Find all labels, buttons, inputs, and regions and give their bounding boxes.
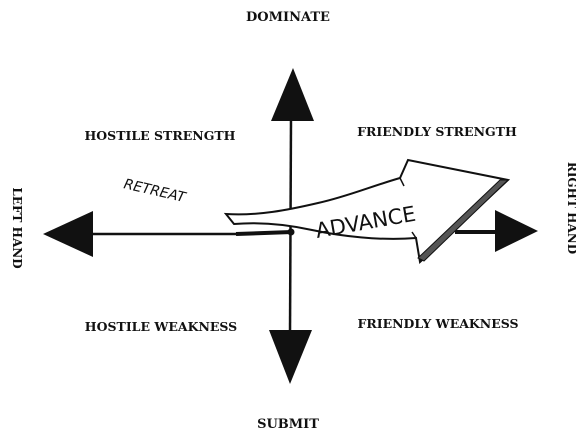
axis-label-left: LEFT HAND [10,187,24,268]
horizontal-axis [43,210,538,257]
down-arrowhead [269,330,312,384]
quadrant-label-hostile-weakness: HOSTILE WEAKNESS [85,319,237,334]
quadrant-label-friendly-weakness: FRIENDLY WEAKNESS [357,316,518,331]
axis-label-top: DOMINATE [246,10,330,25]
up-arrowhead [271,68,314,121]
quadrant-label-hostile-strength: HOSTILE STRENGTH [84,128,235,143]
retreat-advance-arrow [223,158,511,265]
left-arrowhead [43,211,93,257]
arrowhead-shading [417,179,510,262]
quadrant-label-friendly-strength: FRIENDLY STRENGTH [357,124,517,139]
retreat-label: RETREAT [122,176,188,206]
right-arrowhead [495,210,538,252]
axis-label-bottom: SUBMIT [257,417,319,432]
axis-label-right: RIGHT HAND [565,162,576,254]
origin-dot [287,228,295,236]
